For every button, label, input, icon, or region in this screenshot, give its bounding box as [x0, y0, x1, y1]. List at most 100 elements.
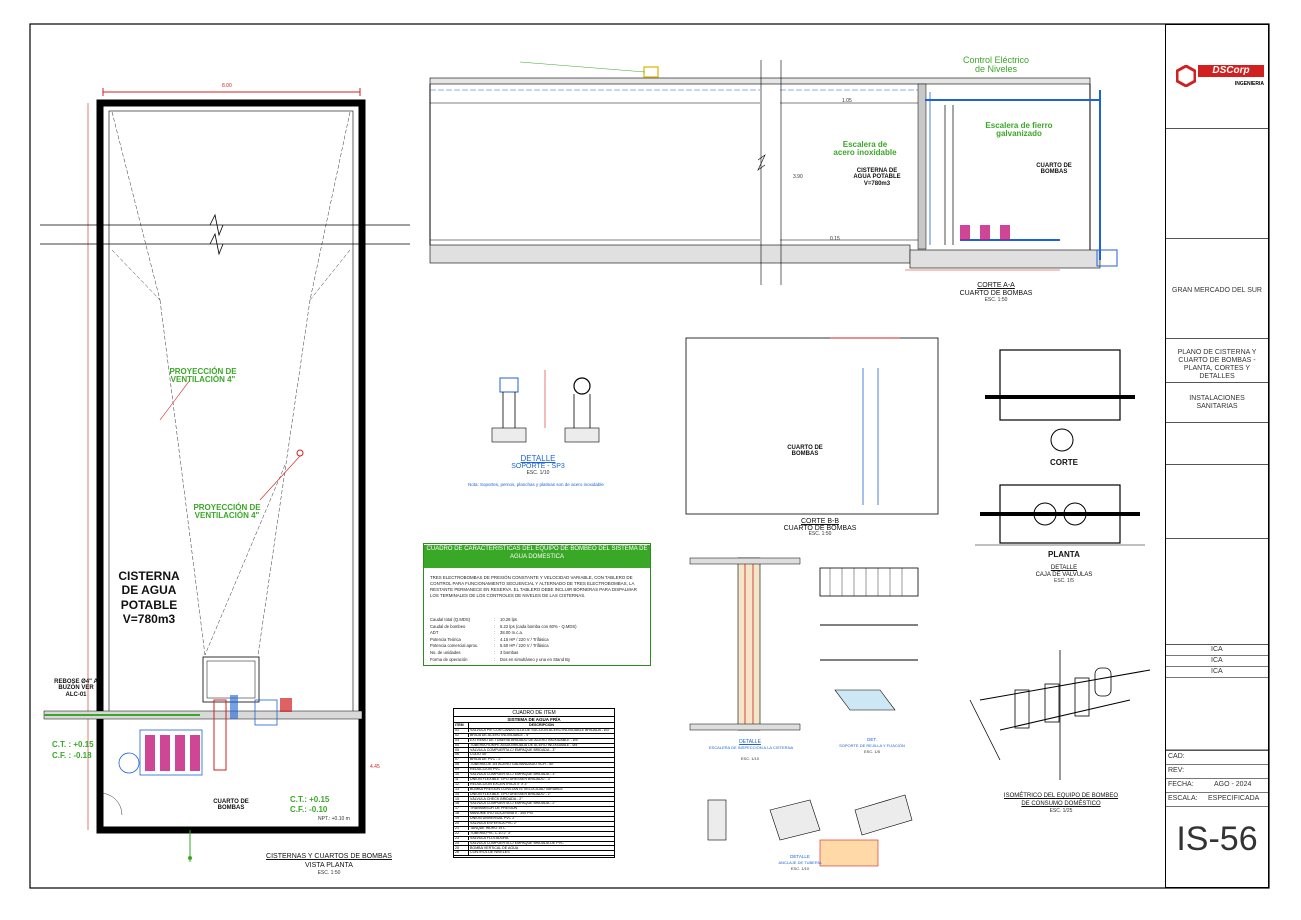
item-code: 04: [455, 742, 459, 747]
item-code: 16: [455, 801, 459, 806]
pump-table-description: TRES ELECTROBOMBAS DE PRESIÓN CONSTANTE …: [430, 575, 637, 598]
plan-ct-2: C.T.: +0.15: [290, 795, 330, 804]
title-block-escala-row: ESCALA: ESPECIFICADA: [1166, 793, 1268, 807]
item-code: 15: [455, 796, 459, 801]
title-block-logo-cell: DSCorp INGENIERIA: [1166, 25, 1268, 129]
soporte-scale: ESC. 1/10: [526, 470, 550, 476]
bb-subtitle: CUARTO DE BOMBAS: [783, 525, 857, 532]
pump-table-row: ADT:38.00 m.c.a.: [430, 630, 642, 636]
pump-sep: :: [494, 643, 496, 649]
item-table-row: 23 VÁLVULA FLOTADORA: [454, 835, 614, 842]
detail-soporte: [491, 370, 600, 443]
escala-label: ESCALA:: [1168, 795, 1198, 802]
aa-ladder-inox-label: Escalera de acero inoxidable: [833, 140, 897, 158]
item-description: DESCRIPCION: [468, 723, 613, 728]
item-description: BRIDA DE ACERO INOXIDABLE - 4": [468, 732, 613, 738]
title-block-rev-row: REV:: [1166, 765, 1268, 779]
item-description: UNIÓN UNIVERSAL PVC 2": [468, 816, 613, 821]
plan-subtitle: VISTA PLANTA: [305, 862, 353, 869]
plan-npt: NPT.: +0.10 m: [318, 816, 350, 822]
aa-pump-room-label: CUARTO DE BOMBAS: [1036, 163, 1072, 176]
plan-ct-1: C.T. : +0.15: [52, 740, 94, 749]
pump-param: Caudal total (Q.MDS): [430, 617, 471, 622]
company-logo-sub: INGENIERIA: [1234, 81, 1264, 87]
pump-table-row: Potencia comercial aprox.:5.50 HP / 220 …: [430, 643, 642, 649]
detail-rejilla-subtitle: SOPORTE DE REJILLA Y FIJACIÓN: [839, 743, 905, 748]
cad-label: CAD:: [1168, 753, 1185, 760]
item-description: REDUCCIÓN EXCÉNTRICA 4" X 3": [468, 781, 613, 787]
item-table-subtitle: SISTEMA DE AGUA FRÍA: [454, 716, 614, 723]
item-code: 25: [455, 845, 459, 850]
bb-scale: ESC. 1:50: [808, 531, 832, 537]
item-description: VÁLVULA FLOTADORA: [468, 835, 613, 841]
item-description: VÁLVULA PIE CON CANASTILLA DE SUCCIÓN AC…: [468, 727, 613, 733]
item-code: 19: [455, 816, 459, 821]
pump-sep: :: [494, 623, 496, 629]
aa-title: CORTE A-A: [977, 282, 1015, 289]
item-description: TUBERÍA ROMPE AGUA BRIDADA DE ACERO INOX…: [468, 742, 613, 748]
title-block-cad-row: CAD:: [1166, 751, 1268, 765]
aa-ladder-fe-label: Escalera de fierro galvanizado: [985, 121, 1053, 139]
item-table-row: 14 UNIÓN FLEXIBLE TIPO DRESSER BRIDADO - …: [454, 791, 614, 798]
detail-small-scale: ESC. 1/10: [790, 866, 810, 871]
item-code: ITEM: [455, 723, 464, 727]
title-block-fecha-row: FECHA: AGO - 2024: [1166, 779, 1268, 793]
pump-table-title: CUADRO DE CARACTERISTICAS DEL EQUIPO DE …: [424, 545, 650, 568]
pump-table-row: No. de unidades:3 bombas: [430, 650, 642, 656]
item-code: 21: [455, 825, 459, 830]
pump-value: Dos en simultáneo y una en Stand By: [500, 656, 571, 662]
title-block-blank-1: [1166, 129, 1268, 239]
pump-param: No. de unidades: [430, 650, 461, 655]
item-description: VÁLVULA ESFÉRICA PVC 2": [468, 821, 613, 826]
fecha-value: AGO - 2024: [1214, 781, 1252, 788]
plan-vent-label-2: PROYECCIÓN DE VENTILACIÓN 4": [193, 503, 261, 521]
item-description: UNIÓN FLEXIBLE TIPO DRESSER BRIDADO - 2": [468, 791, 613, 797]
pump-param: Forma de operación: [430, 656, 468, 662]
item-code: 08: [455, 762, 459, 767]
item-code: 11: [455, 776, 459, 781]
detail-wall-scale: ESC. 1/10: [740, 756, 760, 761]
item-table-row: 19 UNIÓN UNIVERSAL PVC 2": [454, 816, 614, 822]
item-code: 03: [455, 737, 459, 742]
pump-table-row: Potencia Teórica:4.15 HP / 220 V / Trifá…: [430, 637, 642, 643]
detail-rejilla-title: DET.: [867, 737, 877, 742]
item-code: 07: [455, 757, 459, 762]
plan-scale: ESC. 1:50: [317, 870, 341, 876]
item-code: 14: [455, 791, 459, 796]
detail-small-subtitle: ANCLAJE DE TUBERÍA: [778, 860, 822, 865]
title-block-project-cell: GRAN MERCADO DEL SUR: [1166, 239, 1268, 339]
item-description: EXTREMO DE TUBERÍA BRIDADO DE ACERO INOX…: [468, 737, 613, 743]
aa-cistern-label: CISTERNA DE AGUA POTABLE V=780m3: [853, 168, 901, 187]
section-bb: [685, 337, 939, 515]
item-code: 09: [455, 767, 459, 772]
pump-param: Potencia Teórica: [430, 636, 461, 642]
soporte-title: DETALLE: [520, 454, 556, 463]
item-code: 23: [455, 835, 459, 840]
title-block-blank-4: [1166, 539, 1268, 645]
pump-table-row: Caudal total (Q.MDS):10.28 lps: [430, 617, 642, 623]
item-code: 13: [455, 786, 459, 791]
fecha-label: FECHA:: [1168, 781, 1194, 788]
title-block: DSCorp INGENIERIA GRAN MERCADO DEL SUR P…: [1165, 24, 1269, 888]
item-table-row: 03 EXTREMO DE TUBERÍA BRIDADO DE ACERO IN…: [454, 737, 614, 744]
plan-cf-2: C.F.: -0.10: [290, 805, 328, 814]
pump-sep: :: [494, 630, 496, 636]
item-description: CONTROL DE NIVELES: [468, 850, 613, 855]
item-code: 12: [455, 781, 459, 786]
title-block-title-cell: PLANO DE CISTERNA Y CUARTO DE BOMBAS - P…: [1166, 339, 1268, 383]
item-description: BOMBA PRESIÓN CONSTANTE VELOCIDAD VARIAB…: [468, 786, 613, 792]
title-block-blank-5: [1166, 678, 1268, 751]
isometric: [969, 650, 1151, 780]
bb-pump-room-label: CUARTO DE BOMBAS: [787, 445, 823, 458]
aa-subtitle: CUARTO DE BOMBAS: [959, 290, 1033, 297]
item-table-row: 13 BOMBA PRESIÓN CONSTANTE VELOCIDAD VARI…: [454, 786, 614, 793]
detail-small-title: DETALLE: [790, 854, 810, 859]
